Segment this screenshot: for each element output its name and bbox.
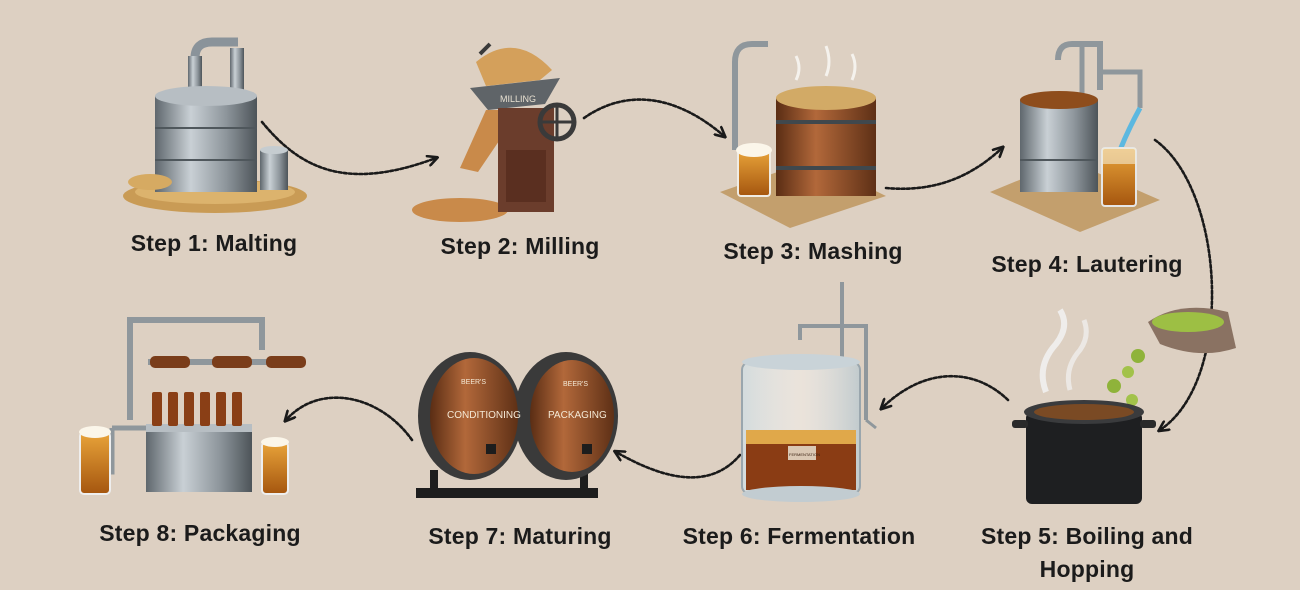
step-7-label: Step 7: Maturing <box>428 523 612 549</box>
arrow-3-to-4 <box>884 148 1002 190</box>
grain-mill-icon: MILLING <box>412 42 577 222</box>
arrow-2-to-3 <box>582 98 724 136</box>
step-6-label: Step 6: Fermentation <box>682 523 916 549</box>
step-4-label: Step 4: Lautering <box>991 251 1183 277</box>
lauter-tun-icon <box>990 41 1160 232</box>
arrow-5-to-6 <box>882 374 1010 408</box>
arrow-1-to-2 <box>260 120 436 176</box>
barrel-label-left: CONDITIONING <box>447 410 521 421</box>
arrow-6-to-7 <box>616 452 742 479</box>
arrow-7-to-8 <box>286 396 414 442</box>
boil-kettle-icon <box>1012 307 1236 504</box>
barrel-label-right: PACKAGING <box>548 410 607 421</box>
step-1-label: Step 1: Malting <box>130 230 298 256</box>
mash-tun-icon <box>720 41 886 228</box>
malting-still-icon <box>123 37 307 213</box>
mill-plate-text: MILLING <box>500 94 536 104</box>
barrel-brand-right: BEER'S <box>563 381 588 388</box>
fermenter-icon: FERMENTATION <box>741 282 877 502</box>
barrels-icon: BEER'S CONDITIONING BEER'S PACKAGING <box>416 352 618 498</box>
fermenter-plate-text: FERMENTATION <box>789 452 820 457</box>
step-2-label: Step 2: Milling <box>440 233 600 259</box>
step-3-label: Step 3: Mashing <box>723 238 903 264</box>
bottling-line-icon <box>79 317 306 495</box>
step-5-label: Step 5: Boiling and Hopping <box>980 523 1194 582</box>
barrel-brand-left: BEER'S <box>461 379 486 386</box>
step-8-label: Step 8: Packaging <box>99 520 301 546</box>
arrow-4-to-5 <box>1153 138 1214 430</box>
flow-arrows <box>260 98 1214 479</box>
